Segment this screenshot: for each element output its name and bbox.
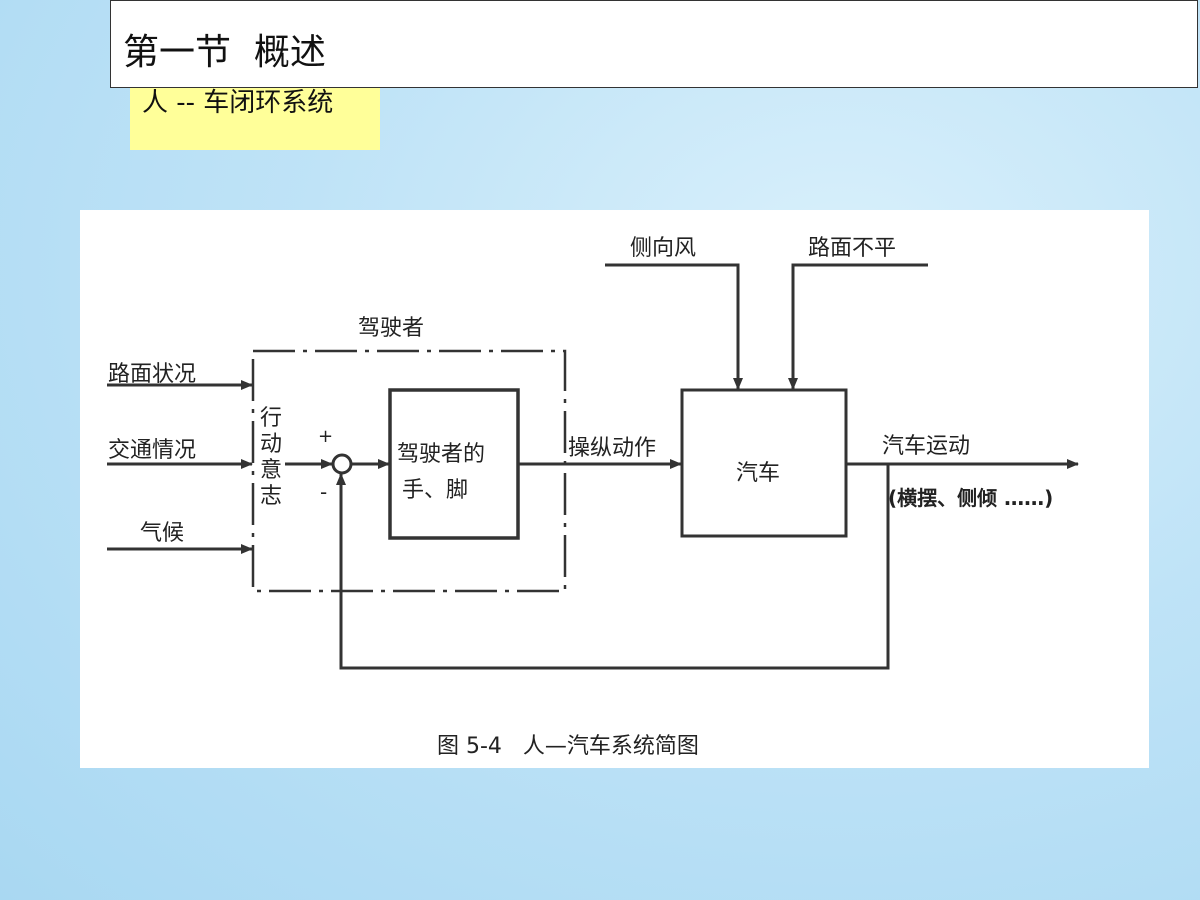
input-label-traffic: 交通情况 — [108, 438, 197, 463]
disturbance-label-wind: 侧向风 — [630, 236, 697, 261]
hands-feet-label-line1: 驾驶者的 — [397, 442, 486, 467]
figure-caption: 图 5-4 人—汽车系统简图 — [437, 734, 699, 759]
diagram-lines — [107, 263, 1079, 670]
driver-boundary — [251, 349, 567, 593]
intent-label: 行动意志 — [260, 406, 283, 509]
slide-title: 第一节 概述 — [123, 32, 326, 73]
hands-feet-label-line2: 手、脚 — [402, 478, 469, 503]
control-action-label: 操纵动作 — [568, 436, 657, 461]
driver-label: 驾驶者 — [358, 316, 425, 341]
input-label-road: 路面状况 — [108, 362, 197, 387]
disturbance-arrow-wind — [605, 263, 743, 390]
car-label: 汽车 — [736, 461, 781, 486]
output-label: 汽车运动 — [882, 434, 971, 459]
system-diagram: 驾驶者 路面状况 交通情况 气候 行动意志 + - 驾驶者的 手、脚 操纵动作 … — [80, 210, 1149, 768]
disturbance-label-road: 路面不平 — [808, 236, 897, 261]
highlight-note: 人 -- 车闭环系统 — [130, 88, 380, 150]
plus-sign: + — [318, 426, 334, 447]
slide-title-box: 第一节 概述 — [110, 0, 1198, 88]
summing-junction — [331, 453, 353, 475]
minus-sign: - — [320, 480, 328, 504]
input-label-weather: 气候 — [140, 521, 185, 546]
output-detail-label: (横摆、侧倾 ……) — [888, 486, 1054, 510]
disturbance-arrow-road — [788, 263, 928, 390]
feedback-path — [336, 464, 890, 670]
